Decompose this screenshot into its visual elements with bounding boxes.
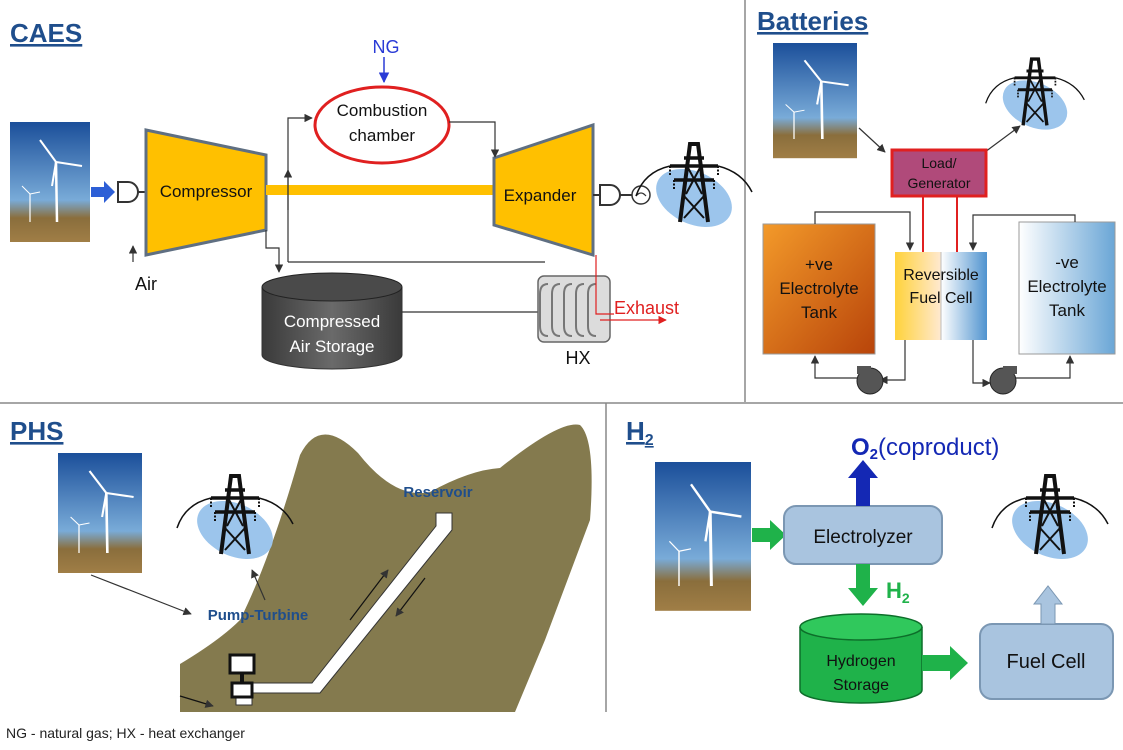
flow-up-arrow (349, 569, 389, 621)
generator-plug-icon (593, 184, 651, 206)
expander-label: Expander (504, 186, 577, 205)
caes-section: CAES Compressor Expander Combustion cham… (8, 18, 754, 370)
pos-line2: Electrolyte (779, 279, 858, 298)
wind-turbine-icon (653, 460, 753, 613)
pump-turbine-label: Pump-Turbine (208, 607, 309, 624)
exhaust-label: Exhaust (614, 298, 679, 318)
h2-section: H2 Electrolyzer O2(coproduct) H2 Hydroge… (626, 416, 1114, 704)
load-generator-box (890, 148, 988, 198)
cell-to-pump-right (972, 340, 991, 388)
flow-to-storage (265, 230, 284, 273)
hx-label: HX (565, 348, 590, 368)
terrain (180, 424, 592, 712)
flow-to-expander (449, 121, 500, 158)
wind-turbine-icon (56, 451, 144, 575)
turbine-to-electrolyzer-arrow (752, 520, 786, 550)
flow-down-arrow (395, 577, 426, 617)
storage-to-fuelcell-arrow (922, 646, 968, 680)
heat-exchanger-icon (537, 275, 611, 343)
fuelcell-to-grid-arrow (1032, 585, 1064, 625)
air-label: Air (135, 274, 157, 294)
pos-line1: +ve (805, 255, 833, 274)
neg-line3: Tank (1049, 301, 1085, 320)
storage-line2: Air Storage (289, 337, 374, 356)
phs-section: PHS Reservoir Pump-Turbine (10, 416, 592, 712)
h2-storage-line2: Storage (833, 677, 889, 694)
plug-icon (117, 181, 146, 203)
turbine-to-load-arrow (858, 127, 886, 153)
lower-inflow-arrow (179, 695, 214, 708)
cell-to-pump-left (879, 340, 906, 385)
pos-line3: Tank (801, 303, 837, 322)
reservoir-label: Reservoir (403, 484, 472, 501)
combustion-line2: chamber (349, 126, 415, 145)
positive-tank (762, 223, 876, 355)
batteries-section: Batteries Load/ Generator +ve Electrolyt… (757, 6, 1116, 395)
compressor-label: Compressor (160, 182, 253, 201)
storage-line1: Compressed (284, 312, 380, 331)
compressed-air-storage (261, 272, 403, 370)
load-line2: Generator (907, 175, 970, 191)
wind-turbine-icon (771, 41, 859, 160)
turbine-to-pump-arrow (90, 574, 192, 616)
neg-line2: Electrolyte (1027, 277, 1106, 296)
pump-turbine-icon (228, 653, 256, 699)
pump-to-neg-tank (1016, 355, 1075, 379)
neg-line1: -ve (1055, 253, 1079, 272)
shaft (266, 185, 494, 195)
combustion-chamber (313, 85, 451, 165)
electrolyzer-label: Electrolyzer (813, 527, 913, 548)
pump-icon (856, 366, 884, 395)
batteries-title: Batteries (757, 6, 868, 36)
pump-to-pos-tank (810, 355, 857, 379)
pump-icon (989, 366, 1017, 395)
wind-turbine-icon (8, 120, 92, 244)
h2-storage-line1: Hydrogen (826, 653, 895, 670)
load-line1: Load/ (921, 155, 956, 171)
pos-tank-to-cell (814, 211, 915, 251)
fc-line2: Fuel Cell (909, 290, 972, 307)
fuel-cell-right-half (941, 252, 987, 340)
hydrogen-storage-tank (799, 613, 923, 704)
fuel-cell-label: Fuel Cell (1007, 651, 1086, 673)
expander-shape (492, 122, 595, 258)
phs-title: PHS (10, 416, 63, 446)
o2-arrow (848, 460, 878, 506)
pump-to-grid-arrow (251, 569, 266, 601)
input-arrow (91, 181, 115, 203)
ng-label: NG (373, 37, 400, 57)
flow-to-combustion (287, 113, 313, 210)
neg-tank-to-cell (968, 214, 1076, 251)
o2-label: O2(coproduct) (851, 434, 999, 463)
h2-flow-label: H2 (886, 578, 910, 606)
fc-line1: Reversible (903, 267, 979, 284)
exhaust-line (595, 255, 614, 315)
power-pylon-icon (990, 474, 1110, 573)
footnote: NG - natural gas; HX - heat exchanger (6, 725, 245, 741)
fuel-cell-left-half (895, 252, 941, 340)
negative-tank (1018, 221, 1116, 355)
power-pylon-icon (984, 57, 1087, 142)
load-to-grid-arrow (984, 125, 1021, 153)
caes-title: CAES (10, 18, 82, 48)
electrolyzer-to-storage-arrow (848, 564, 878, 606)
power-pylon-icon (634, 142, 754, 241)
combustion-line1: Combustion (337, 101, 428, 120)
h2-title: H2 (626, 416, 654, 449)
